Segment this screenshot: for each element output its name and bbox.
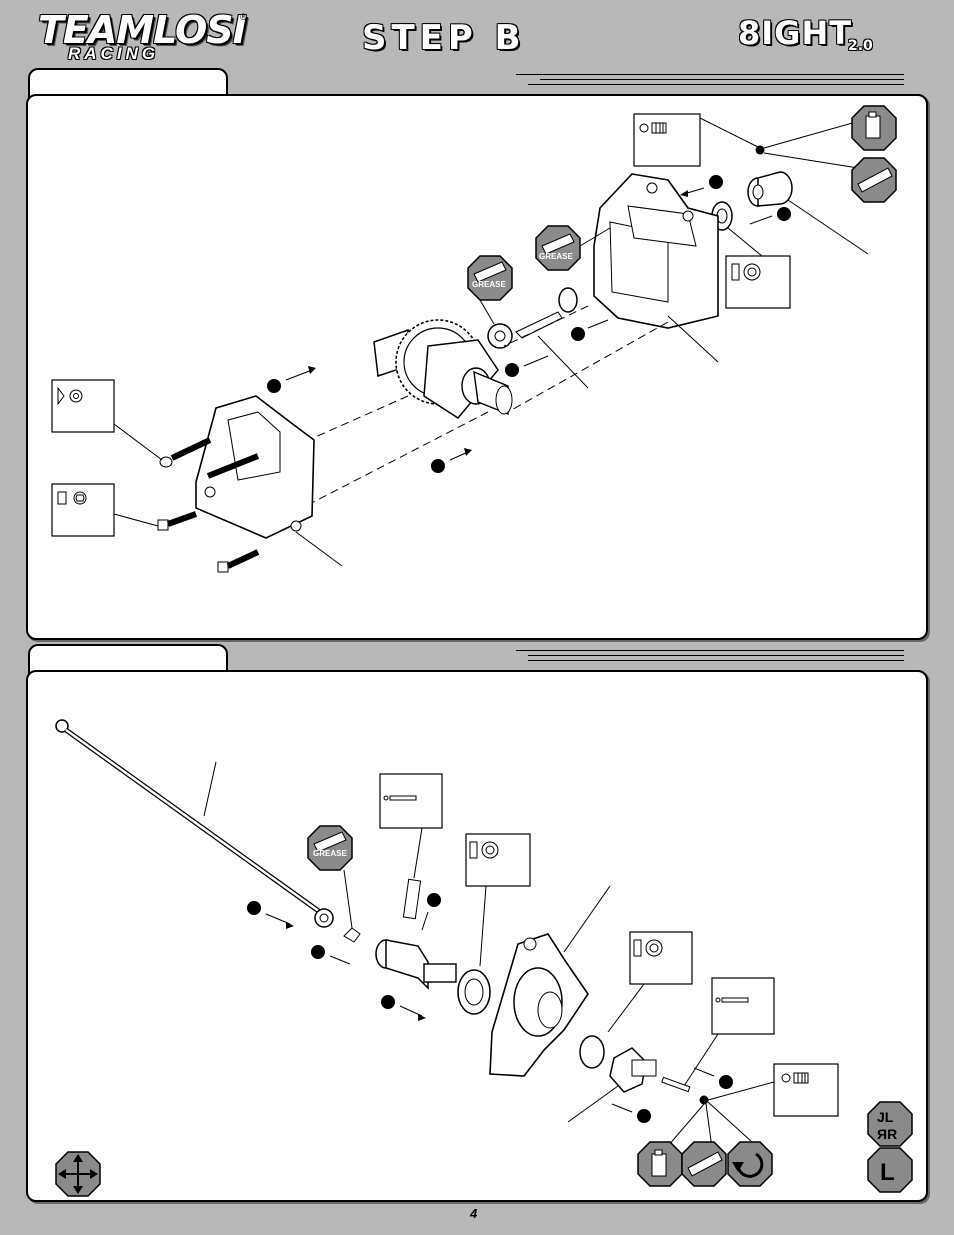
panel-2-header-lines [516, 650, 904, 662]
outer-bearing-part [580, 1036, 604, 1068]
page-number: 4 [470, 1206, 477, 1221]
threadlock-octagon-icon [852, 106, 896, 150]
outdrive-part [748, 172, 792, 206]
setscrew-part [756, 146, 765, 155]
pinion-gear-part [488, 324, 512, 348]
panel-2: GREASE [26, 670, 928, 1202]
driveshaft-part [56, 720, 333, 927]
grease-label: GREASE [539, 252, 573, 261]
threadlock-octagon-icon [638, 1142, 682, 1186]
input-shaft-part [516, 312, 562, 338]
panel-1-diagram: GREASE GREASE [28, 96, 926, 638]
model-version: 2.0 [848, 38, 873, 54]
brand-logo-racing: RACING [68, 44, 159, 64]
bearing-callout-icon [726, 256, 790, 308]
input-bearing-part [559, 288, 577, 312]
left-letter-icon: L [868, 1148, 912, 1192]
grease-octagon-icon: GREASE [468, 256, 512, 324]
flathead-screw-callout-icon [52, 380, 162, 460]
pin-callout-icon [380, 774, 442, 878]
grease-label: GREASE [472, 280, 506, 289]
rotate-arrow-octagon-icon [728, 1142, 772, 1186]
left-right-icon: JL ЯR [868, 1102, 912, 1146]
panel-1-header-lines [516, 74, 904, 86]
step-title: STEP B [362, 18, 526, 58]
panel-2-diagram: GREASE [28, 672, 926, 1200]
panel-1: GREASE GREASE [26, 94, 928, 640]
move-arrows-icon [56, 1152, 100, 1196]
model-logo: 8IGHT [738, 14, 852, 52]
gearbox-front-half-part [196, 396, 342, 566]
bearing-callout-icon [608, 932, 692, 1032]
grease-octagon-icon [682, 1142, 726, 1186]
grease-octagon-icon [852, 158, 896, 202]
grease-label: GREASE [313, 849, 347, 858]
pin-part [403, 879, 420, 918]
gearbox-housing-part [594, 174, 718, 362]
caphead-screw-part [158, 514, 196, 530]
caphead-screw-callout-icon [52, 484, 158, 536]
setscrew-callout-icon [634, 114, 760, 166]
coupler-pin-part [344, 928, 360, 942]
setscrew-part [700, 1096, 709, 1105]
svg-text:L: L [880, 1159, 895, 1186]
svg-text:ЯR: ЯR [877, 1126, 897, 1142]
setscrew-callout-icon [708, 1064, 838, 1116]
hub-bearing-part [458, 970, 490, 1014]
drive-pin-part [662, 1077, 690, 1091]
caphead-screw-part [218, 552, 258, 572]
svg-text:JL: JL [877, 1109, 894, 1125]
rear-outdrive-part [376, 940, 456, 988]
registered-mark: ® [240, 12, 247, 22]
